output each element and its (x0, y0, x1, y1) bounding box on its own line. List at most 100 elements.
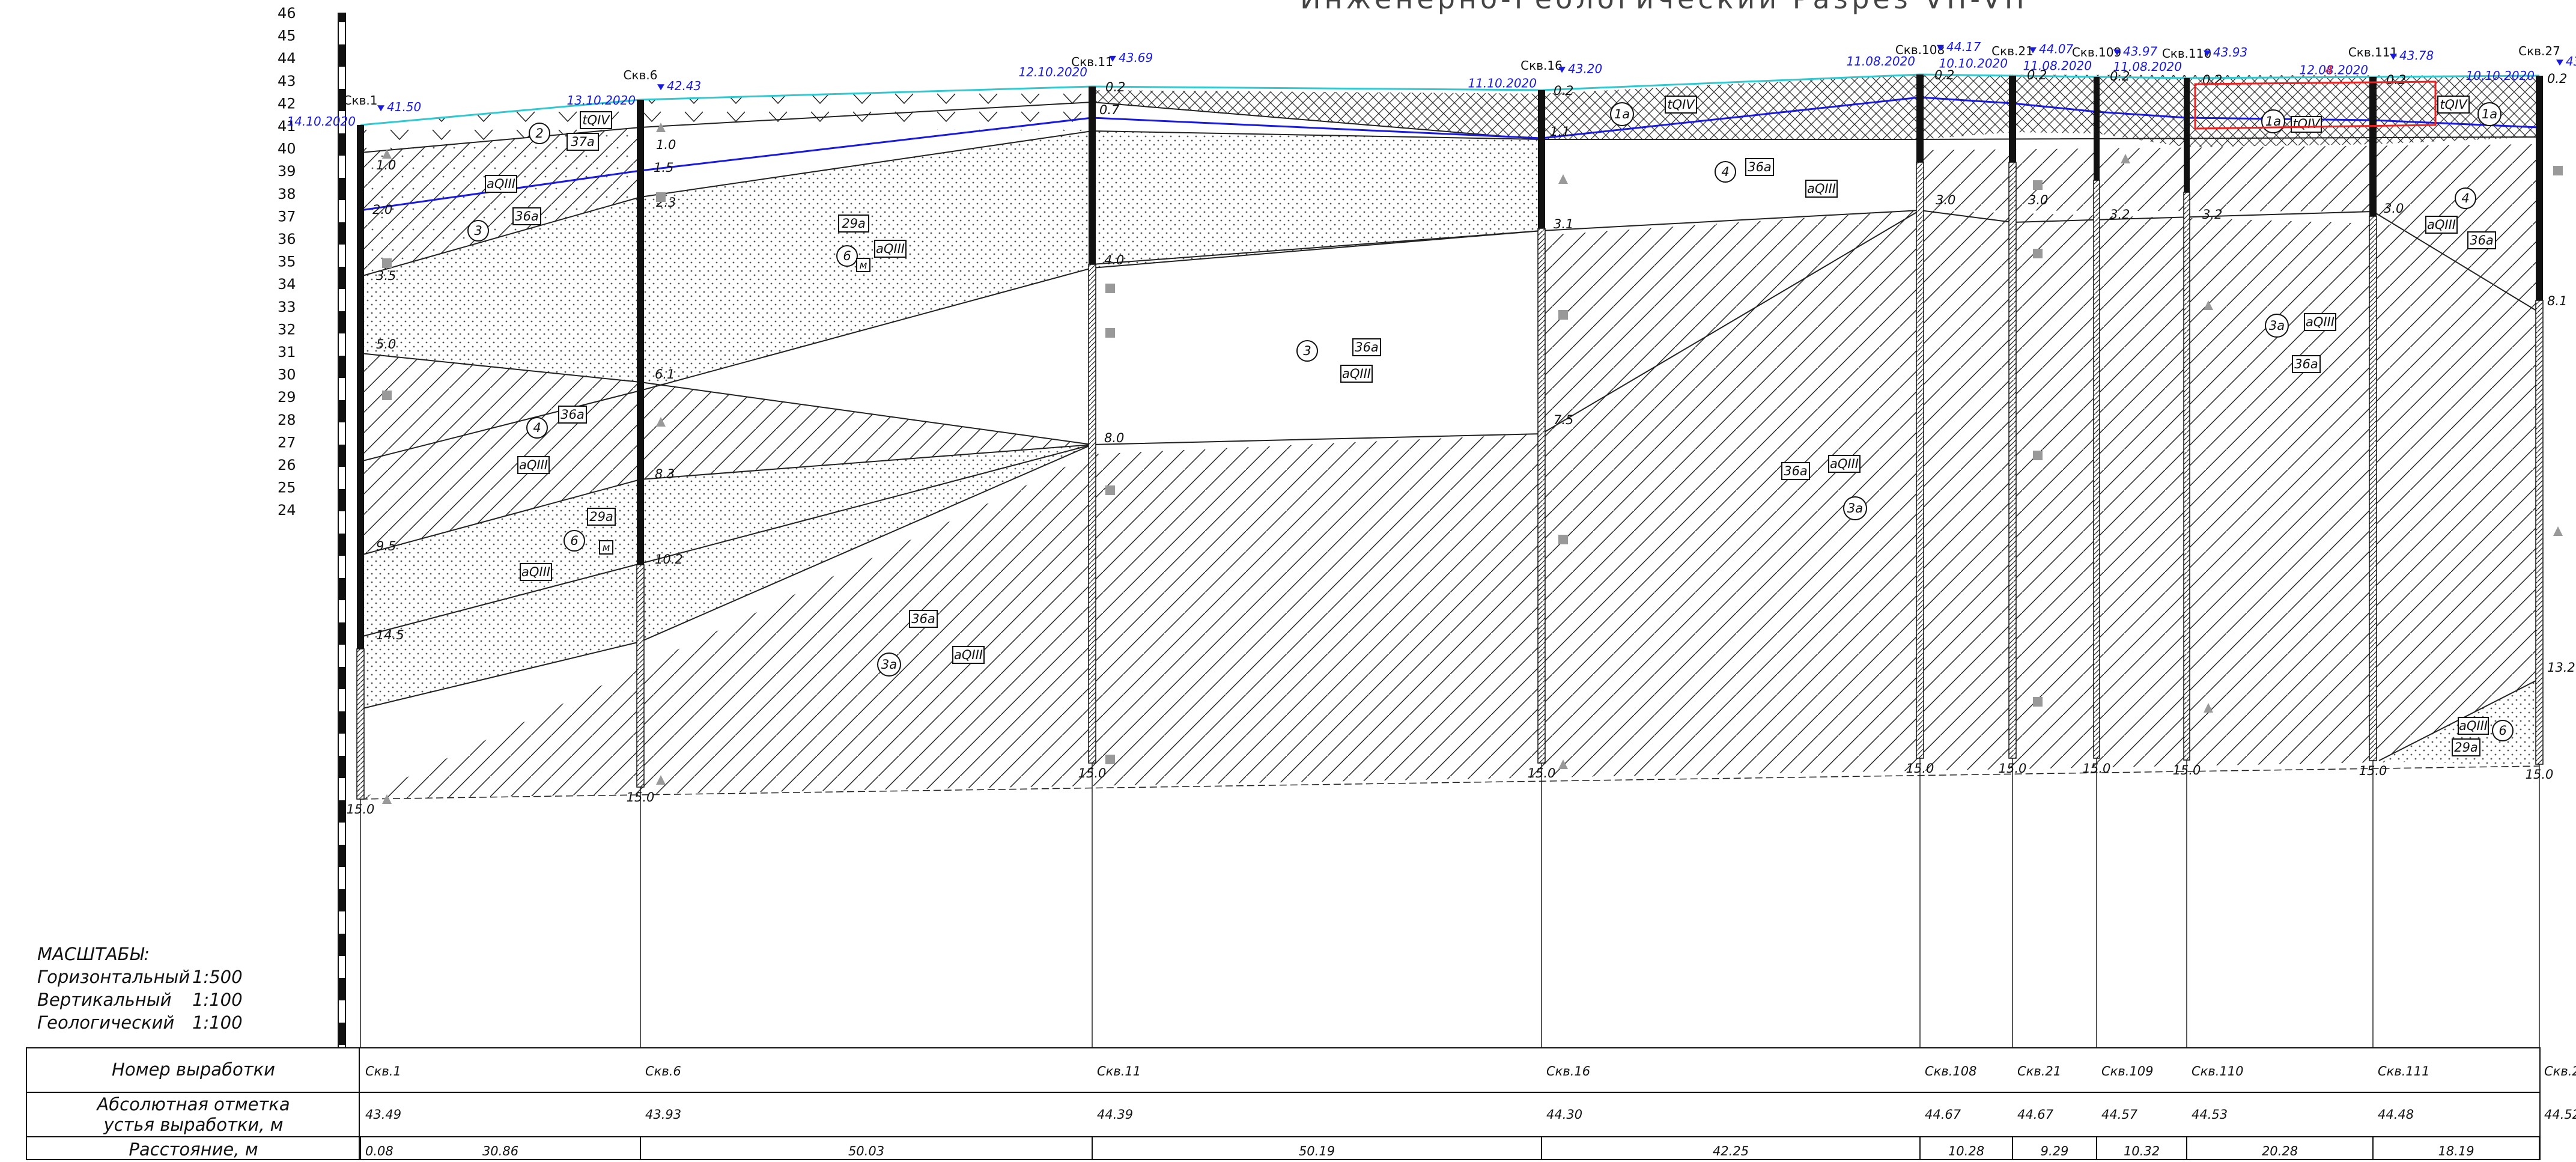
table-cell-distance: 50.19 (1299, 1144, 1335, 1158)
depth-label: 1.1 (1550, 124, 1570, 139)
water-level-date: 14.10.2020 (287, 114, 356, 129)
table-cell-elevation: 44.53 (2192, 1107, 2228, 1122)
layer-number-label: 6 (570, 534, 578, 548)
elevation-tick-label: 30 (278, 367, 296, 383)
elevation-tick-label: 26 (278, 457, 296, 473)
sample-square-icon (2033, 451, 2043, 460)
elevation-tick-label: 27 (278, 434, 296, 451)
borehole-depth-label: 15.0 (1528, 766, 1556, 780)
borehole-depth-label: 15.0 (347, 802, 375, 817)
sample-square-icon (1105, 485, 1115, 495)
water-level-value: 44.17 (1946, 40, 1981, 54)
ground-surface-line (360, 73, 2540, 126)
table-cell-elevation: 43.93 (645, 1107, 681, 1122)
table-cell-borehole-name: Скв.1 (365, 1064, 401, 1078)
category-label: 36а (560, 407, 585, 422)
elevation-scale: 4645444342414039383736353433323130292827… (278, 5, 346, 1048)
water-level-date: 11.08.2020 (1846, 54, 1915, 68)
scale-value: 1:500 (192, 967, 243, 987)
depth-label: 5.0 (376, 337, 396, 351)
sample-triangle-icon (2553, 526, 2563, 536)
genetic-index-label: tQIV (2292, 117, 2321, 131)
table-cell-elevation: 44.67 (1925, 1107, 1961, 1122)
table-cell-elevation: 43.49 (365, 1107, 401, 1122)
depth-label: 0.2 (2110, 69, 2130, 84)
genetic-index-label: aQIII (519, 458, 548, 472)
table-cell-elevation: 44.52 (2544, 1107, 2576, 1122)
sample-square-icon (2033, 249, 2043, 258)
water-level-marker-icon (2113, 49, 2121, 56)
sample-markers (382, 123, 2563, 804)
genetic-index-label: aQIII (487, 177, 515, 191)
depth-label: 3.5 (376, 269, 396, 283)
sublayer-label: м (603, 542, 610, 554)
borehole-depth-label: 15.0 (2173, 763, 2201, 777)
category-label: 36а (1784, 464, 1808, 478)
depth-label: 3.1 (1554, 217, 1573, 231)
depth-label: 0.2 (1554, 84, 1573, 98)
elevation-tick-label: 46 (278, 5, 296, 22)
layer-annotations: 2 tQIV 37а aQIII 3 36а 29а 6 aQIII м 4 3… (467, 96, 2514, 756)
elevation-tick-label: 29 (278, 389, 296, 406)
elevation-tick-label: 37 (278, 208, 296, 225)
elevation-tick-label: 36 (278, 231, 296, 248)
sample-square-icon (2553, 166, 2563, 175)
water-level-value: 43.69 (1119, 50, 1153, 65)
genetic-index-label: aQIII (1342, 367, 1371, 381)
sample-triangle-icon (382, 794, 392, 804)
layer-number-label: 1а (1614, 107, 1630, 121)
sample-triangle-icon (656, 123, 666, 132)
category-label: 36а (1748, 160, 1772, 174)
depth-label: 0.7 (1099, 103, 1120, 117)
sample-triangle-icon (656, 417, 666, 427)
elevation-tick-label: 43 (278, 73, 296, 90)
water-level-marker-icon (2556, 59, 2563, 66)
water-level-marker-icon (2390, 53, 2397, 60)
borehole-column-hatched (1088, 264, 1096, 764)
water-level-value: 43.52 (2566, 54, 2576, 68)
depth-label: 0.2 (1934, 68, 1954, 82)
depth-label: 0.2 (2547, 71, 2567, 86)
elevation-tick-label: 31 (278, 344, 296, 360)
depth-label: 3.0 (2384, 201, 2404, 216)
borehole-column-hatched (2008, 162, 2017, 759)
borehole-name-label: Скв.27 (2518, 44, 2560, 58)
category-label: 29а (2454, 740, 2478, 755)
sample-triangle-icon (2204, 300, 2213, 310)
borehole-column-hatched (2093, 180, 2100, 759)
category-label: 36а (2470, 233, 2494, 248)
sample-square-icon (2033, 697, 2043, 707)
table-cell-borehole-name: Скв.6 (645, 1064, 681, 1078)
depth-label: 8.0 (1104, 431, 1124, 445)
borehole-column-solid (2094, 77, 2100, 180)
table-cell-elevation: 44.48 (2378, 1107, 2414, 1122)
sample-square-icon (656, 192, 666, 202)
table-cell-borehole-name: Скв.21 (2017, 1064, 2061, 1078)
borehole-column-solid (1538, 90, 1545, 228)
borehole-column-hatched (1916, 162, 1924, 759)
table-cell-borehole-name: Скв.11 (1097, 1064, 1141, 1078)
elevation-tick-label: 24 (278, 502, 296, 519)
table-cell-borehole-name: Скв.108 (1925, 1064, 1976, 1078)
sample-square-icon (382, 258, 392, 268)
scale-value: 1:100 (192, 1012, 243, 1033)
borehole-columns (356, 75, 2544, 800)
sample-triangle-icon (656, 775, 666, 785)
table-cell-distance: 9.29 (2041, 1144, 2069, 1158)
table-cell-distance: 0.08 (365, 1144, 393, 1158)
layer-number-label: 4 (1721, 165, 1729, 179)
layer-number-label: 3 (1303, 344, 1311, 358)
category-label: 29а (589, 510, 613, 524)
table-cell-distance: 18.19 (2438, 1144, 2474, 1158)
water-level-date: 11.08.2020 (2023, 58, 2092, 73)
borehole-column-solid (1916, 75, 1924, 162)
genetic-index-label: aQIII (2306, 315, 2334, 329)
layer-4-upper-right (1542, 144, 2539, 434)
layer-number-label: 3а (2269, 318, 2285, 333)
category-label: 37а (571, 135, 595, 149)
sample-square-icon (1105, 284, 1115, 293)
borehole-column-solid (1089, 87, 1096, 264)
depth-label: 0.2 (2027, 68, 2047, 82)
elevation-tick-labels: 4645444342414039383736353433323130292827… (278, 5, 296, 519)
